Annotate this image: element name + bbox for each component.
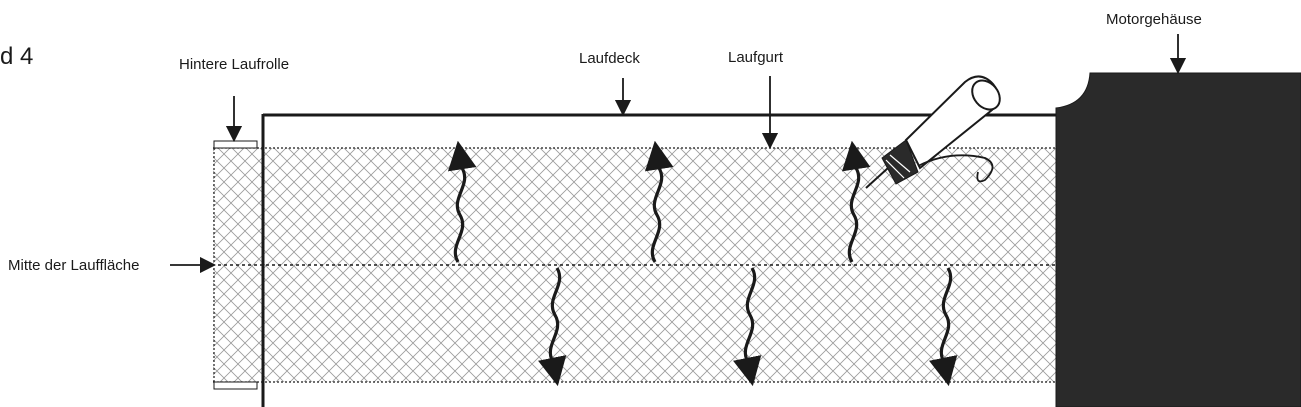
- wavy-arrow-down: [538, 267, 567, 387]
- wavy-arrow-up: [841, 140, 871, 263]
- label-laufdeck: Laufdeck: [579, 50, 640, 117]
- lubricant-bottle-icon: [865, 75, 1001, 189]
- svg-text:Mitte der Lauffläche: Mitte der Lauffläche: [8, 257, 139, 274]
- wavy-arrow-down: [733, 267, 762, 387]
- wavy-arrow-down: [929, 267, 958, 387]
- wavy-arrow-up: [447, 140, 477, 263]
- application-arrows-lower: [538, 267, 958, 387]
- svg-text:Motorgehäuse: Motorgehäuse: [1106, 11, 1202, 28]
- wavy-arrow-up: [644, 140, 674, 263]
- label-laufgurt: Laufgurt: [728, 49, 784, 150]
- running-deck: [261, 113, 1058, 407]
- svg-text:Hintere Laufrolle: Hintere Laufrolle: [179, 56, 289, 73]
- label-motorgehaeuse: Motorgehäuse: [1106, 11, 1202, 75]
- figure-reference: d 4: [0, 43, 33, 70]
- svg-text:Laufgurt: Laufgurt: [728, 49, 784, 66]
- svg-text:Laufdeck: Laufdeck: [579, 50, 640, 67]
- label-hintere-laufrolle: Hintere Laufrolle: [179, 56, 289, 143]
- running-belt: [213, 147, 1058, 383]
- application-arrows-upper: [447, 140, 871, 263]
- motor-housing: [1055, 72, 1301, 407]
- label-mitte-der-laufflaeche: Mitte der Lauffläche: [8, 256, 217, 274]
